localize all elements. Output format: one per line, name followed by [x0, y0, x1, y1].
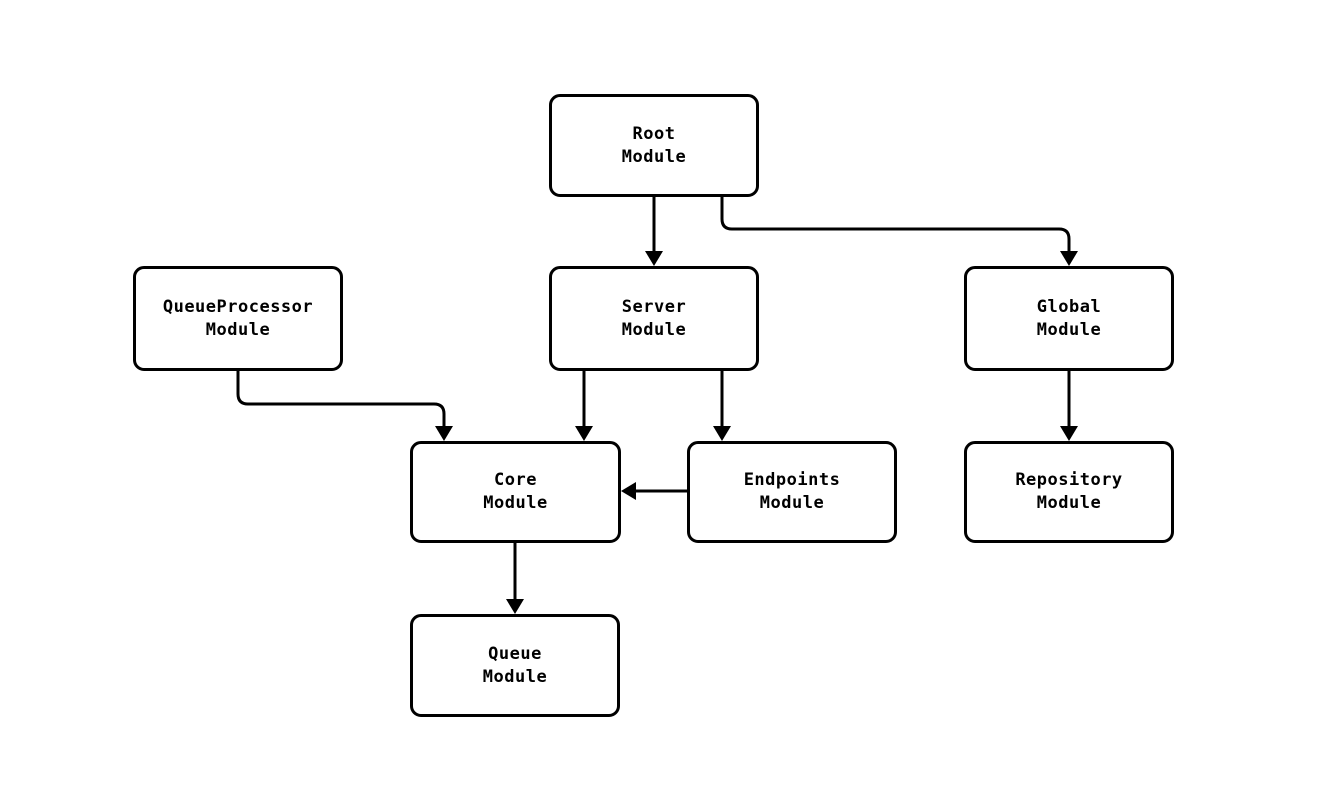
edge-core-to-queue-arrowhead [506, 599, 524, 614]
edge-queueprocessor-to-core-arrowhead [435, 426, 453, 441]
repository-module-label-line1: Repository [1015, 470, 1123, 490]
endpoints-module-label-line2: Module [759, 493, 825, 513]
core-module-label-line2: Module [483, 493, 548, 513]
queue-module-label-line1: Queue [488, 643, 542, 664]
queueprocessor-module-label-line2: Module [205, 319, 271, 340]
root-module-label-line1: Root [632, 123, 676, 144]
repository-module-label-line2: Module [1036, 493, 1102, 513]
core-module-label-line1: Core [494, 470, 537, 490]
server-module-label-line1: Server [621, 296, 687, 317]
edge-server-to-endpoints-arrowhead [713, 426, 731, 441]
queueprocessor-module-label-line1: QueueProcessor [162, 296, 314, 317]
queue-module-label-line2: Module [482, 666, 548, 687]
edge-endpoints-to-core-arrowhead [621, 482, 636, 500]
edge-server-to-core-arrowhead [575, 426, 593, 441]
endpoints-module-label-line1: Endpoints [743, 470, 841, 490]
edge-root-to-global-arrowhead [1060, 251, 1078, 266]
edge-queueprocessor-to-core [236, 371, 446, 433]
edge-root-to-global [720, 197, 1071, 258]
edge-global-to-repository-arrowhead [1060, 426, 1078, 441]
root-module-label-line2: Module [621, 146, 687, 167]
edge-root-to-server-arrowhead [645, 251, 663, 266]
global-module-label-line2: Module [1036, 319, 1102, 340]
server-module-label-line2: Module [621, 319, 687, 340]
global-module-label-line1: Global [1036, 296, 1102, 317]
